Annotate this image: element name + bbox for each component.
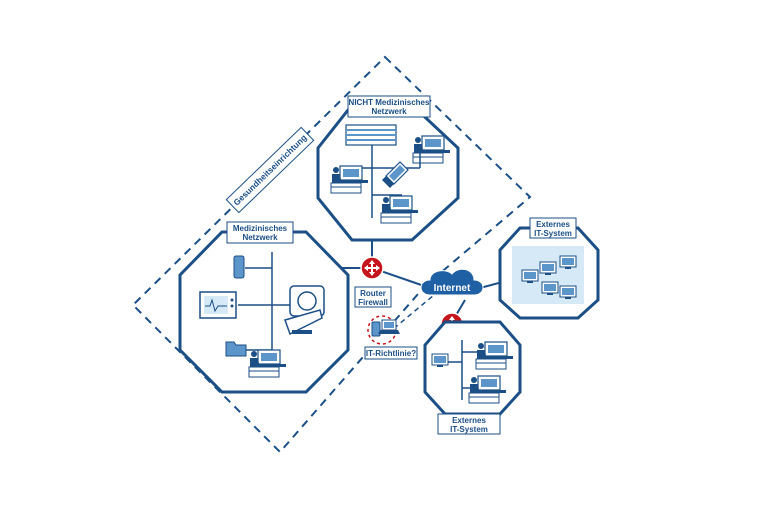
server-icon <box>345 124 397 146</box>
healthcare-facility-label: Gesundheitseinrichtung <box>225 126 315 214</box>
computer-icon <box>521 269 539 284</box>
laptop-icon <box>378 319 400 334</box>
computer-icon <box>559 255 577 270</box>
router-firewall: Router Firewall <box>354 256 392 308</box>
computer-icon <box>559 285 577 300</box>
ct-scanner-icon <box>284 285 325 336</box>
router-label-line2: Firewall <box>358 298 388 307</box>
medical-network: Medizinisches Netzwerk <box>178 221 350 394</box>
medical-device-icon <box>233 255 245 279</box>
computer-icon <box>541 281 559 296</box>
it-policy-label: IT-Richtlinie? <box>366 349 416 358</box>
external-top-label-line1: Externes <box>536 220 570 229</box>
external-it-system-bottom: Externes IT-System <box>423 320 522 435</box>
medical-network-label-line1: Medizinisches <box>233 224 288 233</box>
external-it-system-top: Externes IT-System <box>498 217 600 320</box>
patient-monitor-icon <box>199 291 237 319</box>
external-bottom-label-line2: IT-System <box>450 425 488 434</box>
computer-icon <box>539 261 557 276</box>
external-top-label-line2: IT-System <box>534 229 572 238</box>
medical-network-label-line2: Netzwerk <box>242 233 278 242</box>
healthcare-facility-boundary <box>131 55 532 454</box>
router-label-line1: Router <box>360 289 386 298</box>
folder-icon <box>225 341 247 357</box>
mobile-device-icon <box>371 321 381 337</box>
non-medical-network-label-line1: NICHT Medizinisches <box>349 98 430 107</box>
healthcare-facility-text: Gesundheitseinrichtung <box>231 132 308 207</box>
computer-icon <box>431 353 449 368</box>
it-policy-devices: IT-Richtlinie? <box>364 315 418 360</box>
non-medical-network-label-line2: Netzwerk <box>371 107 407 116</box>
internet-label: Internet <box>434 283 471 294</box>
non-medical-network: NICHT Medizinisches Netzwerk <box>316 95 460 242</box>
cloud-icon: Internet <box>420 268 484 296</box>
router-icon <box>360 256 384 280</box>
external-bottom-label-line1: Externes <box>452 416 486 425</box>
